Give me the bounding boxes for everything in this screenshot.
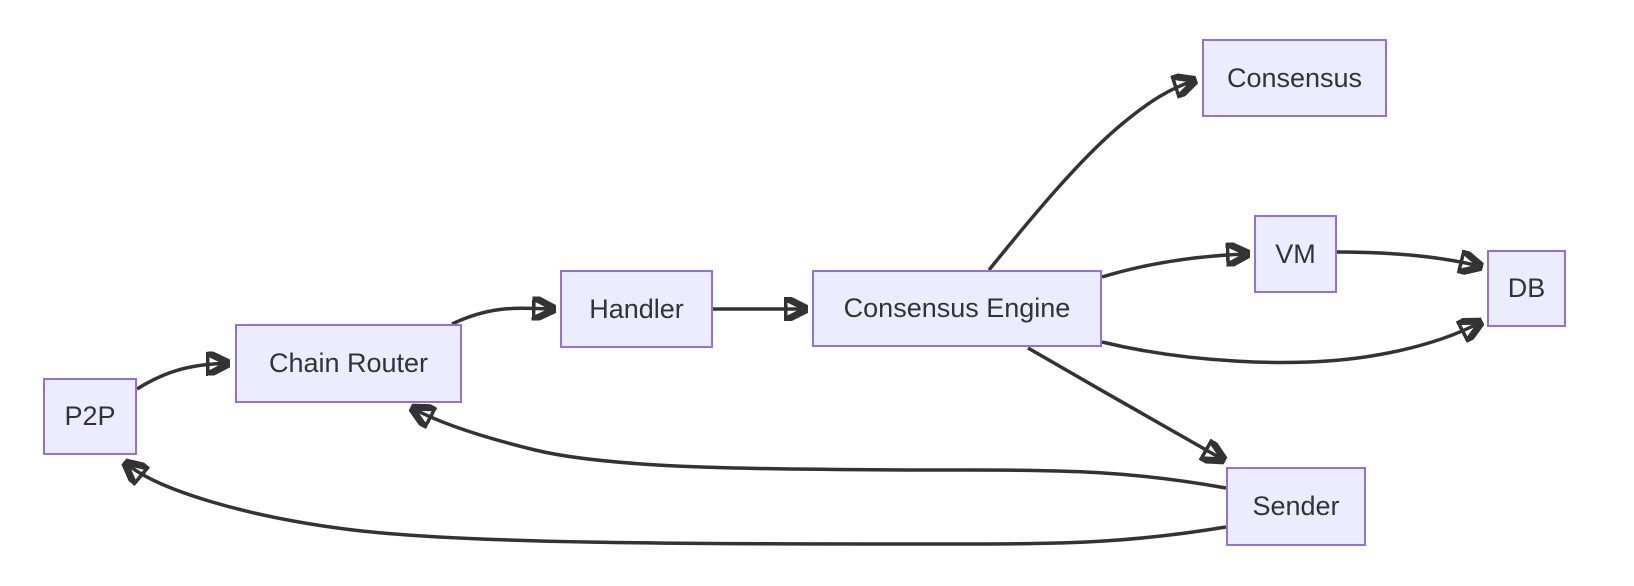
node-consensus-label: Consensus: [1226, 62, 1363, 93]
node-p2p: P2P: [43, 378, 137, 455]
edge-consensus-engine-to-vm: [1101, 254, 1246, 279]
node-consensus-engine: Consensus Engine: [812, 270, 1102, 347]
node-vm-label: VM: [1275, 238, 1316, 269]
node-consensus: Consensus: [1202, 39, 1387, 117]
edge-p2p-to-chain-router: [136, 364, 226, 391]
edge-consensus-engine-to-consensus: [987, 81, 1193, 272]
node-p2p-label: P2P: [64, 401, 116, 431]
edge-sender-to-p2p: [127, 464, 1227, 546]
edge-consensus-engine-to-db: [1101, 323, 1479, 365]
node-db: DB: [1487, 250, 1566, 327]
node-sender: Sender: [1226, 467, 1366, 546]
edge-vm-to-db: [1336, 252, 1479, 266]
node-chain-router: Chain Router: [235, 324, 462, 403]
node-db-label: DB: [1507, 273, 1546, 303]
edge-consensus-engine-to-sender: [1027, 346, 1222, 459]
edge-sender-to-chain-router: [414, 409, 1227, 490]
node-handler-label: Handler: [589, 293, 684, 324]
node-vm: VM: [1254, 215, 1337, 293]
node-chain-router-label: Chain Router: [268, 348, 429, 378]
node-consensus-engine-label: Consensus Engine: [843, 293, 1071, 323]
edge-chain-router-to-handler: [451, 308, 552, 326]
node-handler: Handler: [560, 270, 713, 348]
node-sender-label: Sender: [1252, 491, 1340, 521]
